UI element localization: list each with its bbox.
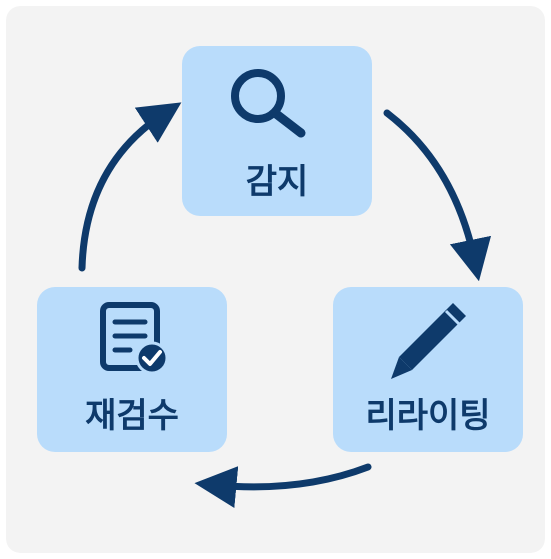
arrow-rewrite-to-recheck [194, 463, 372, 508]
node-detect-label: 감지 [246, 162, 309, 202]
node-recheck-label: 재검수 [85, 396, 179, 436]
pencil-icon [391, 303, 466, 379]
diagram-frame: 감지 리라이팅 재검수 [6, 6, 545, 553]
node-detect: 감지 [182, 46, 372, 216]
search-icon [231, 69, 306, 138]
arrow-detect-to-rewrite [383, 109, 492, 282]
document-check-icon [100, 302, 169, 375]
node-recheck: 재검수 [37, 287, 227, 452]
node-detect-box [182, 46, 372, 216]
arrow-recheck-to-detect [78, 102, 182, 272]
cycle-diagram: 감지 리라이팅 재검수 [6, 6, 545, 553]
node-rewrite: 리라이팅 [333, 287, 523, 452]
node-rewrite-box [333, 287, 523, 452]
node-rewrite-label: 리라이팅 [365, 396, 490, 436]
